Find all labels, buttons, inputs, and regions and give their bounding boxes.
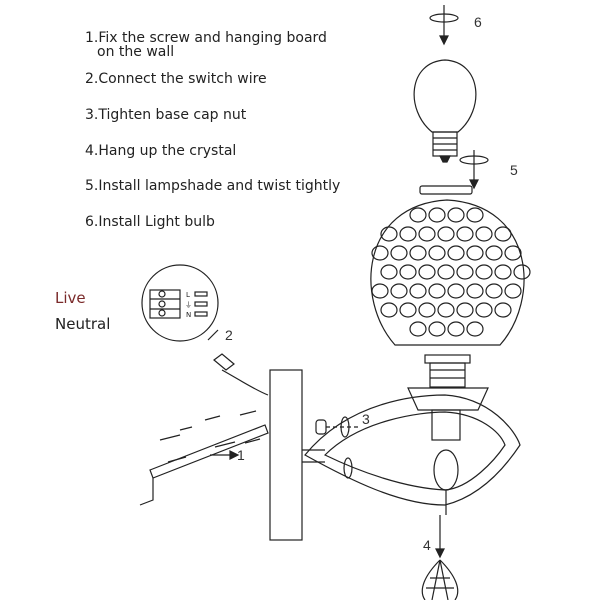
callout-6: 6 — [474, 14, 482, 30]
live-label: Live — [55, 289, 86, 307]
crystal-cutout — [466, 283, 484, 299]
crystal-cutout — [399, 302, 417, 318]
crystal-cutout — [380, 302, 398, 318]
crystal-cutout — [466, 207, 484, 223]
crystal-cutout — [437, 302, 455, 318]
terminal-live-letter: L — [186, 291, 190, 299]
crystal-cutout — [456, 226, 474, 242]
step-6: 6.Install Light bulb — [85, 214, 215, 230]
callout-5: 5 — [510, 162, 518, 178]
crystal-cutout — [475, 302, 493, 318]
neutral-label: Neutral — [55, 315, 111, 333]
wire-connector — [213, 353, 269, 396]
crystal-cutout — [494, 226, 512, 242]
lampshade-rotation-arrow-icon — [459, 150, 489, 190]
crystal-cutout — [390, 245, 408, 261]
step-1: 1.Fix the screw and hanging board on the… — [85, 31, 327, 59]
crystal-globe-lampshade — [370, 199, 531, 346]
crystal-cutout — [418, 226, 436, 242]
crystal-cutout — [380, 264, 398, 280]
crystal-cutout — [447, 321, 465, 337]
crystal-cutout — [428, 245, 446, 261]
crystal-cutout — [504, 283, 522, 299]
base-cap-nut-icon — [315, 416, 360, 438]
base-cup — [407, 387, 489, 411]
bulb-rotation-arrow-icon — [429, 5, 459, 46]
light-bulb — [413, 59, 477, 163]
crystal-cutout — [409, 207, 427, 223]
crystal-cutout — [390, 283, 408, 299]
crystal-cutout — [409, 245, 427, 261]
shade-cap-nut — [419, 185, 473, 195]
terminal-earth-letter: ⏚ — [185, 301, 192, 309]
crystal-cutout — [494, 302, 512, 318]
step-5: 5.Install lampshade and twist tightly — [85, 178, 341, 194]
crystal-cutout — [437, 264, 455, 280]
crystal-cutout — [485, 245, 503, 261]
crystal-cutout — [504, 245, 522, 261]
crystal-cutout — [466, 245, 484, 261]
crystal-cutout — [409, 321, 427, 337]
crystal-cutout — [399, 264, 417, 280]
crystal-cutout — [466, 321, 484, 337]
step-2: 2.Connect the switch wire — [85, 71, 267, 87]
crystal-cutout — [475, 264, 493, 280]
arrow-icon — [229, 450, 240, 460]
wall-plate — [269, 369, 303, 541]
crystal-cutout — [494, 264, 512, 280]
crystal-cutout — [485, 283, 503, 299]
socket-ring — [424, 354, 471, 364]
crystal-cutout — [475, 226, 493, 242]
arm-frame — [304, 394, 521, 506]
callout-4: 4 — [423, 537, 431, 553]
terminal-neutral-letter: N — [186, 311, 191, 319]
crystal-cutout — [418, 264, 436, 280]
callout-1: 1 — [237, 447, 245, 463]
lamp-holder — [431, 409, 461, 441]
crystal-cutout — [428, 321, 446, 337]
callout-3: 3 — [362, 411, 370, 427]
crystal-cutout — [371, 283, 389, 299]
crystal-cutout — [380, 226, 398, 242]
crystal-cutout — [418, 302, 436, 318]
crystal-cutout — [428, 283, 446, 299]
step-4: 4.Hang up the crystal — [85, 143, 237, 159]
crystal-cutout — [371, 245, 389, 261]
crystal-cutout — [456, 302, 474, 318]
crystal-drop — [421, 559, 459, 600]
crystal-cutout — [513, 264, 531, 280]
crystal-cutout — [456, 264, 474, 280]
crystal-cutout — [447, 283, 465, 299]
callout-2: 2 — [225, 327, 233, 343]
crystal-cutout — [399, 226, 417, 242]
socket — [429, 362, 466, 388]
step-1-line1: 1.Fix the screw and hanging board — [85, 30, 327, 46]
crystal-cutout — [428, 207, 446, 223]
crystal-cutout — [409, 283, 427, 299]
wire-connector-magnifier: L ⏚ N — [141, 264, 219, 342]
step-1-line2: on the wall — [97, 44, 175, 60]
arrow-icon — [435, 548, 445, 559]
step-3: 3.Tighten base cap nut — [85, 107, 247, 123]
crystal-cutout — [447, 207, 465, 223]
crystal-cutout — [447, 245, 465, 261]
mounting-bar-and-screws — [139, 410, 269, 506]
arm-nut — [343, 457, 353, 479]
crystal-cutout — [437, 226, 455, 242]
